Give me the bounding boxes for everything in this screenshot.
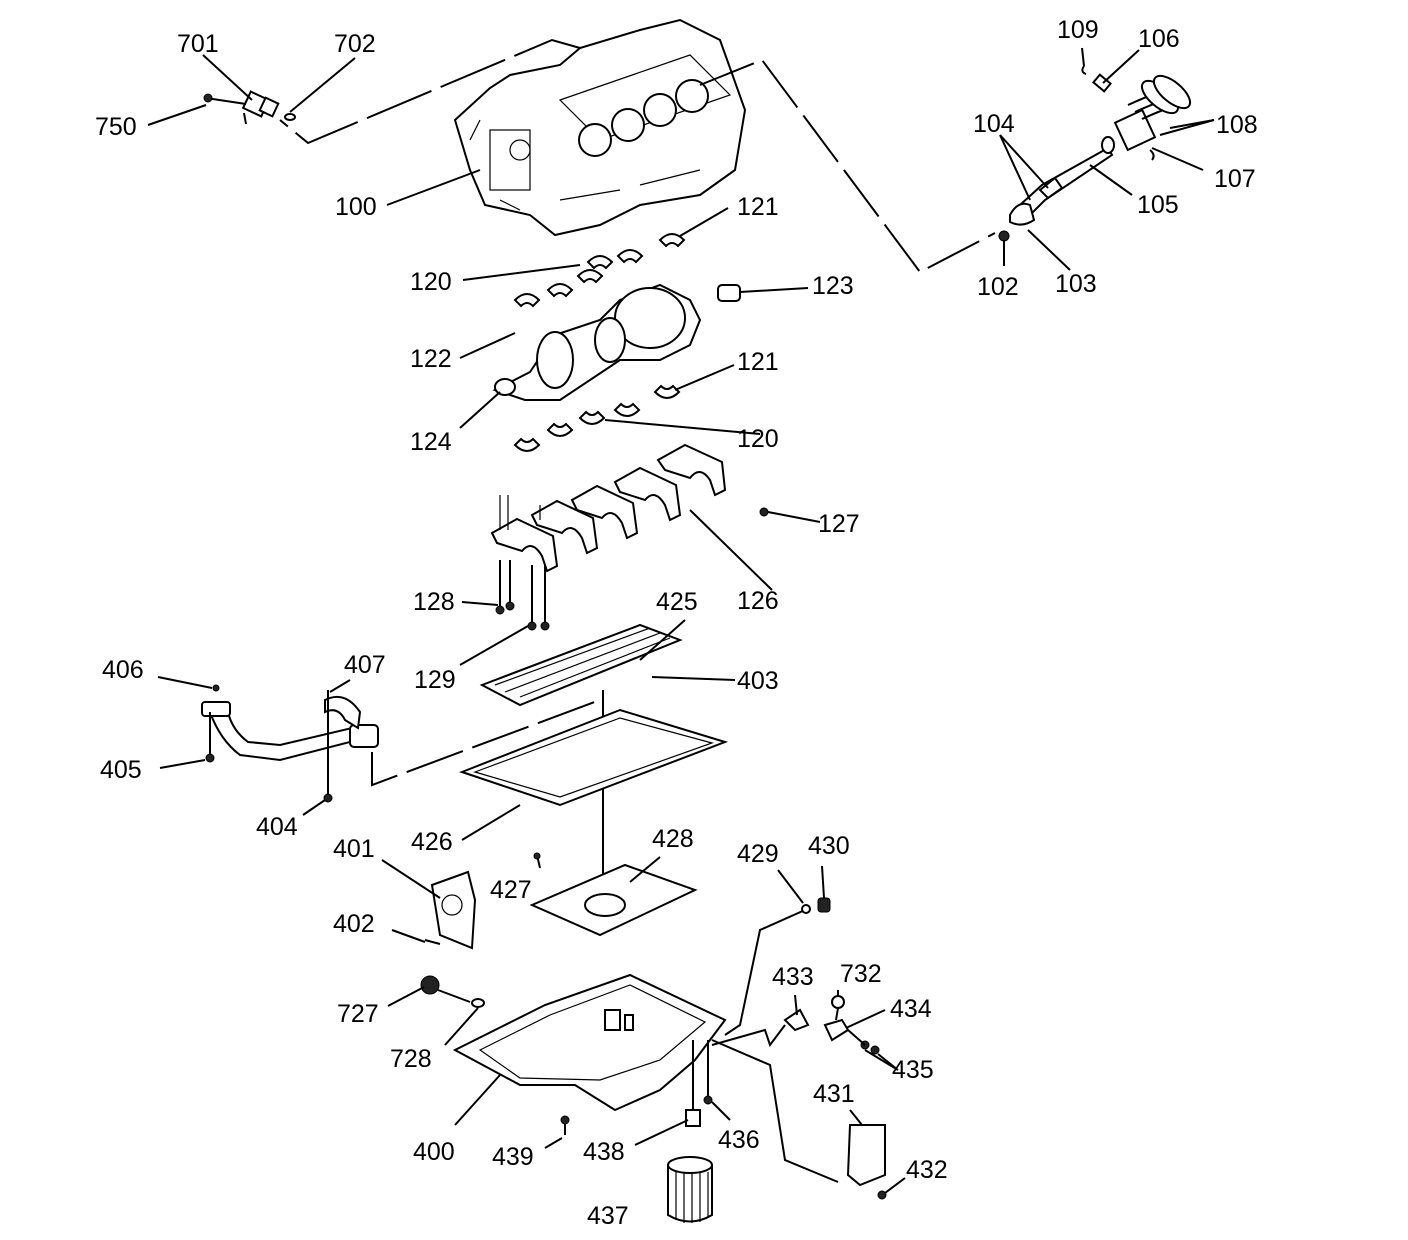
oil-pump-pickup-tube [201, 684, 379, 803]
callout-127: 127 [818, 510, 860, 538]
callout-126: 126 [737, 587, 779, 615]
knock-sensor-assembly [203, 90, 296, 125]
callout-106: 106 [1138, 25, 1180, 53]
piston-rod-assembly [998, 65, 1192, 242]
callout-425: 425 [656, 588, 698, 616]
callout-108: 108 [1216, 111, 1258, 139]
callout-128: 128 [413, 588, 455, 616]
callout-732: 732 [840, 960, 882, 988]
oil-pan-baffle [529, 852, 698, 937]
oil-level-indicator-tube [711, 897, 887, 1200]
guide-line-block-rod [699, 58, 996, 274]
main-bearing-caps [490, 443, 769, 631]
callout-105: 105 [1137, 191, 1179, 219]
callout-427: 427 [490, 876, 532, 904]
callout-701: 701 [177, 30, 219, 58]
callout-405: 405 [100, 756, 142, 784]
callout-437: 437 [587, 1202, 629, 1230]
callout-121-lower: 121 [737, 348, 779, 376]
leader-lines [147, 47, 1215, 1194]
engine-block [453, 18, 747, 237]
callout-103: 103 [1055, 270, 1097, 298]
callout-431: 431 [813, 1080, 855, 1108]
oil-level-sensor-assembly [783, 995, 880, 1055]
callout-438: 438 [583, 1138, 625, 1166]
callout-104: 104 [973, 110, 1015, 138]
guide-line-block-sensor [279, 38, 581, 145]
callout-430: 430 [808, 832, 850, 860]
callout-102: 102 [977, 273, 1019, 301]
front-cover-plate [424, 870, 477, 950]
callout-702: 702 [334, 30, 376, 58]
callout-400: 400 [413, 1138, 455, 1166]
callout-120-upper: 120 [410, 268, 452, 296]
callout-439: 439 [492, 1143, 534, 1171]
callout-109: 109 [1057, 16, 1099, 44]
callout-120-lower: 120 [737, 425, 779, 453]
callout-432: 432 [906, 1156, 948, 1184]
callout-123: 123 [812, 272, 854, 300]
lower-bearings [513, 384, 681, 452]
callout-107: 107 [1214, 165, 1256, 193]
oil-deflector [479, 623, 683, 707]
callout-124: 124 [410, 428, 452, 456]
callout-727: 727 [337, 1000, 379, 1028]
upper-bearings [513, 233, 686, 308]
callout-434: 434 [890, 995, 932, 1023]
callout-728: 728 [390, 1045, 432, 1073]
callout-436: 436 [718, 1126, 760, 1154]
callout-428: 428 [652, 825, 694, 853]
oil-filter [667, 1156, 713, 1223]
crankshaft [492, 283, 741, 401]
callout-429: 429 [737, 840, 779, 868]
callout-404: 404 [256, 813, 298, 841]
callout-426: 426 [411, 828, 453, 856]
oil-pan [420, 973, 727, 1135]
callout-433: 433 [772, 963, 814, 991]
callout-750: 750 [95, 113, 137, 141]
callout-435: 435 [892, 1056, 934, 1084]
callout-129: 129 [414, 666, 456, 694]
oil-pan-gasket [459, 708, 729, 807]
guide-line-pickup [371, 699, 601, 787]
callout-122: 122 [410, 345, 452, 373]
callout-406: 406 [102, 656, 144, 684]
callout-401: 401 [333, 835, 375, 863]
callout-407: 407 [344, 651, 386, 679]
callout-labels: 701 702 750 100 109 106 104 108 107 105 … [95, 16, 1258, 1230]
callout-403: 403 [737, 667, 779, 695]
callout-121-upper: 121 [737, 193, 779, 221]
callout-100: 100 [335, 193, 377, 221]
callout-402: 402 [333, 910, 375, 938]
